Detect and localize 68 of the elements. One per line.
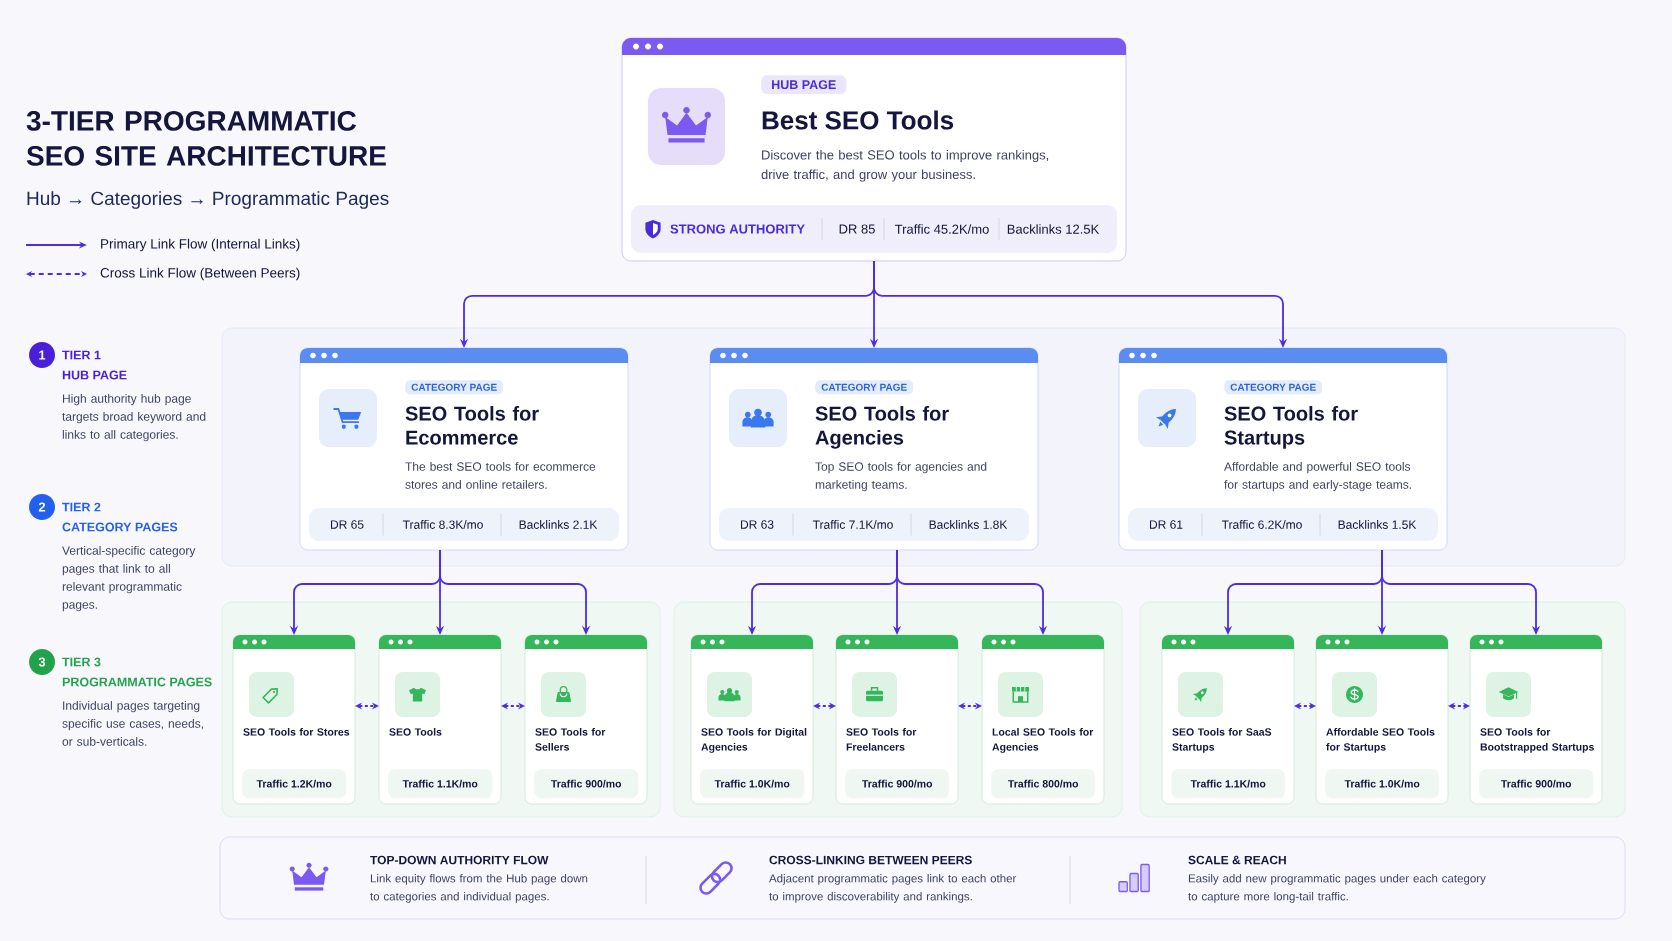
metric-badge: Traffic 1.1K/mo: [1171, 769, 1286, 799]
tier-description: High authority hub page targets broad keyword and links to all categories.: [62, 394, 206, 442]
metric-badge: Traffic 900/mo: [534, 769, 639, 799]
page-title: SEO Tools for Agencies: [815, 406, 949, 449]
page-type-badge: CATEGORY PAGE: [1224, 380, 1323, 395]
legend-text: Cross Link Flow (Between Peers): [100, 267, 300, 281]
page-type-badge: HUB PAGE: [761, 75, 847, 95]
dashed-double-arrow: [958, 702, 982, 710]
section-heading: TOP-DOWN AUTHORITY FLOW: [370, 855, 549, 865]
page-title: SEO Tools for Stores: [243, 728, 350, 736]
page-type-badge: CATEGORY PAGE: [405, 380, 504, 395]
dashed-double-arrow: [1294, 702, 1316, 710]
page-title: SEO Tools: [389, 728, 442, 736]
page-title: SEO Tools for Bootstrapped Startups: [1480, 728, 1594, 753]
metric-text: Backlinks 1.5K: [1338, 520, 1417, 529]
legend-text: Primary Link Flow (Internal Links): [101, 238, 300, 252]
metric-text: DR 85: [839, 224, 875, 234]
metric-badge: Traffic 900/mo: [1479, 769, 1594, 799]
metric-text: DR 65: [331, 520, 364, 529]
tier-heading: TIER 3: [62, 657, 101, 667]
metric-text: Backlinks 2.1K: [519, 520, 598, 529]
page-title: SEO Tools for Ecommerce: [405, 406, 539, 445]
metric-badge: Traffic 1.1K/mo: [388, 769, 493, 799]
tier-heading: HUB PAGE: [62, 370, 127, 380]
dashed-double-arrow: [501, 702, 525, 710]
page-title: Best SEO Tools: [762, 110, 954, 130]
page-title: SEO Tools for SaaS Startups: [1172, 728, 1272, 753]
metric-text: DR 63: [741, 520, 774, 529]
section-text: Easily add new programmatic pages under each category to capture more long-tail traffic.: [1188, 874, 1486, 903]
tier-heading: PROGRAMMATIC PAGES: [62, 677, 212, 687]
section-heading: CROSS-LINKING BETWEEN PEERS: [769, 855, 972, 865]
page-title: SEO Tools for Sellers: [535, 728, 606, 751]
metric-text: Backlinks 12.5K: [1007, 224, 1100, 234]
page-title: Affordable SEO Tools for Startups: [1326, 728, 1435, 753]
metric-badge: Traffic 900/mo: [845, 769, 950, 799]
metric-badge: Traffic 800/mo: [991, 769, 1096, 799]
dashed-double-arrow: [355, 702, 379, 710]
section-text: Link equity flows from the Hub page down to categories and individual pages.: [370, 874, 588, 903]
description: Discover the best SEO tools to improve rankings, drive traffic, and grow your business.: [761, 150, 1049, 182]
metric-text: Traffic 45.2K/mo: [895, 224, 989, 234]
metric-text: Traffic 7.1K/mo: [812, 520, 893, 529]
metric-badge: Traffic 1.0K/mo: [1325, 769, 1440, 799]
title: 3-TIER PROGRAMMATIC SEO SITE ARCHITECTURE: [26, 111, 386, 166]
metric-text: Traffic 8.3K/mo: [402, 520, 483, 529]
tier-heading: TIER 2: [62, 502, 101, 512]
tier-heading: CATEGORY PAGES: [62, 522, 178, 532]
subtitle: Hub → Categories → Programmatic Pages: [27, 191, 389, 209]
page-title: Local SEO Tools for Agencies: [992, 728, 1094, 753]
metric-text: Traffic 6.2K/mo: [1221, 520, 1302, 529]
metric-badge: Traffic 1.2K/mo: [242, 769, 347, 799]
tier-description: Individual pages targeting specific use cases, needs, or sub-verticals.: [62, 701, 203, 746]
metric-badge: Traffic 1.0K/mo: [700, 769, 805, 799]
page-title: SEO Tools for Startups: [1224, 406, 1358, 449]
description: The best SEO tools for ecommerce stores and online retailers.: [405, 462, 596, 489]
tier-description: Vertical-specific category pages that link to all relevant programmatic pages.: [62, 546, 196, 612]
section-heading: SCALE & REACH: [1188, 855, 1286, 865]
description: Top SEO tools for agencies and marketing teams.: [815, 462, 987, 492]
page-title: SEO Tools for Digital Agencies: [701, 728, 807, 753]
status-label: STRONG AUTHORITY: [670, 224, 805, 234]
tier-heading: TIER 1: [62, 350, 101, 360]
metric-text: Backlinks 1.8K: [929, 520, 1008, 529]
dashed-double-arrow: [813, 702, 836, 710]
page-type-badge: CATEGORY PAGE: [815, 380, 914, 395]
dashed-double-arrow: [1448, 702, 1470, 710]
section-text: Adjacent programmatic pages link to each other to improve discoverability and rankings.: [769, 874, 1017, 903]
metric-text: DR 61: [1150, 520, 1183, 529]
description: Affordable and powerful SEO tools for startups and early-stage teams.: [1224, 462, 1411, 492]
page-title: SEO Tools for Freelancers: [846, 728, 917, 751]
